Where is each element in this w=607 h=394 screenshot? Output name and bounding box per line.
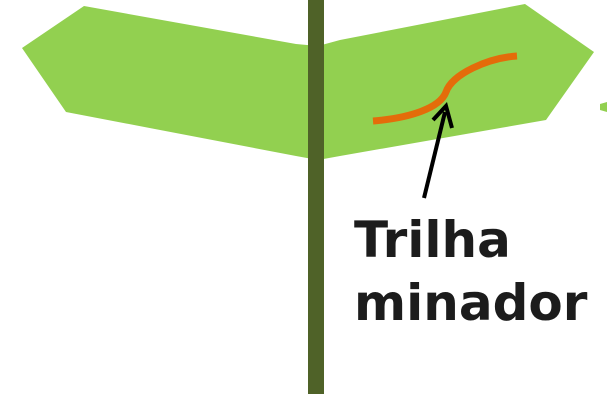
leaf-fragment bbox=[600, 102, 607, 112]
left-leaf bbox=[22, 6, 318, 160]
plant-stem bbox=[308, 0, 324, 394]
trail-label-line2: minador bbox=[354, 274, 588, 332]
top-label-fragment: ... bbox=[368, 0, 427, 7]
trail-label-line1: Trilha bbox=[354, 211, 511, 269]
